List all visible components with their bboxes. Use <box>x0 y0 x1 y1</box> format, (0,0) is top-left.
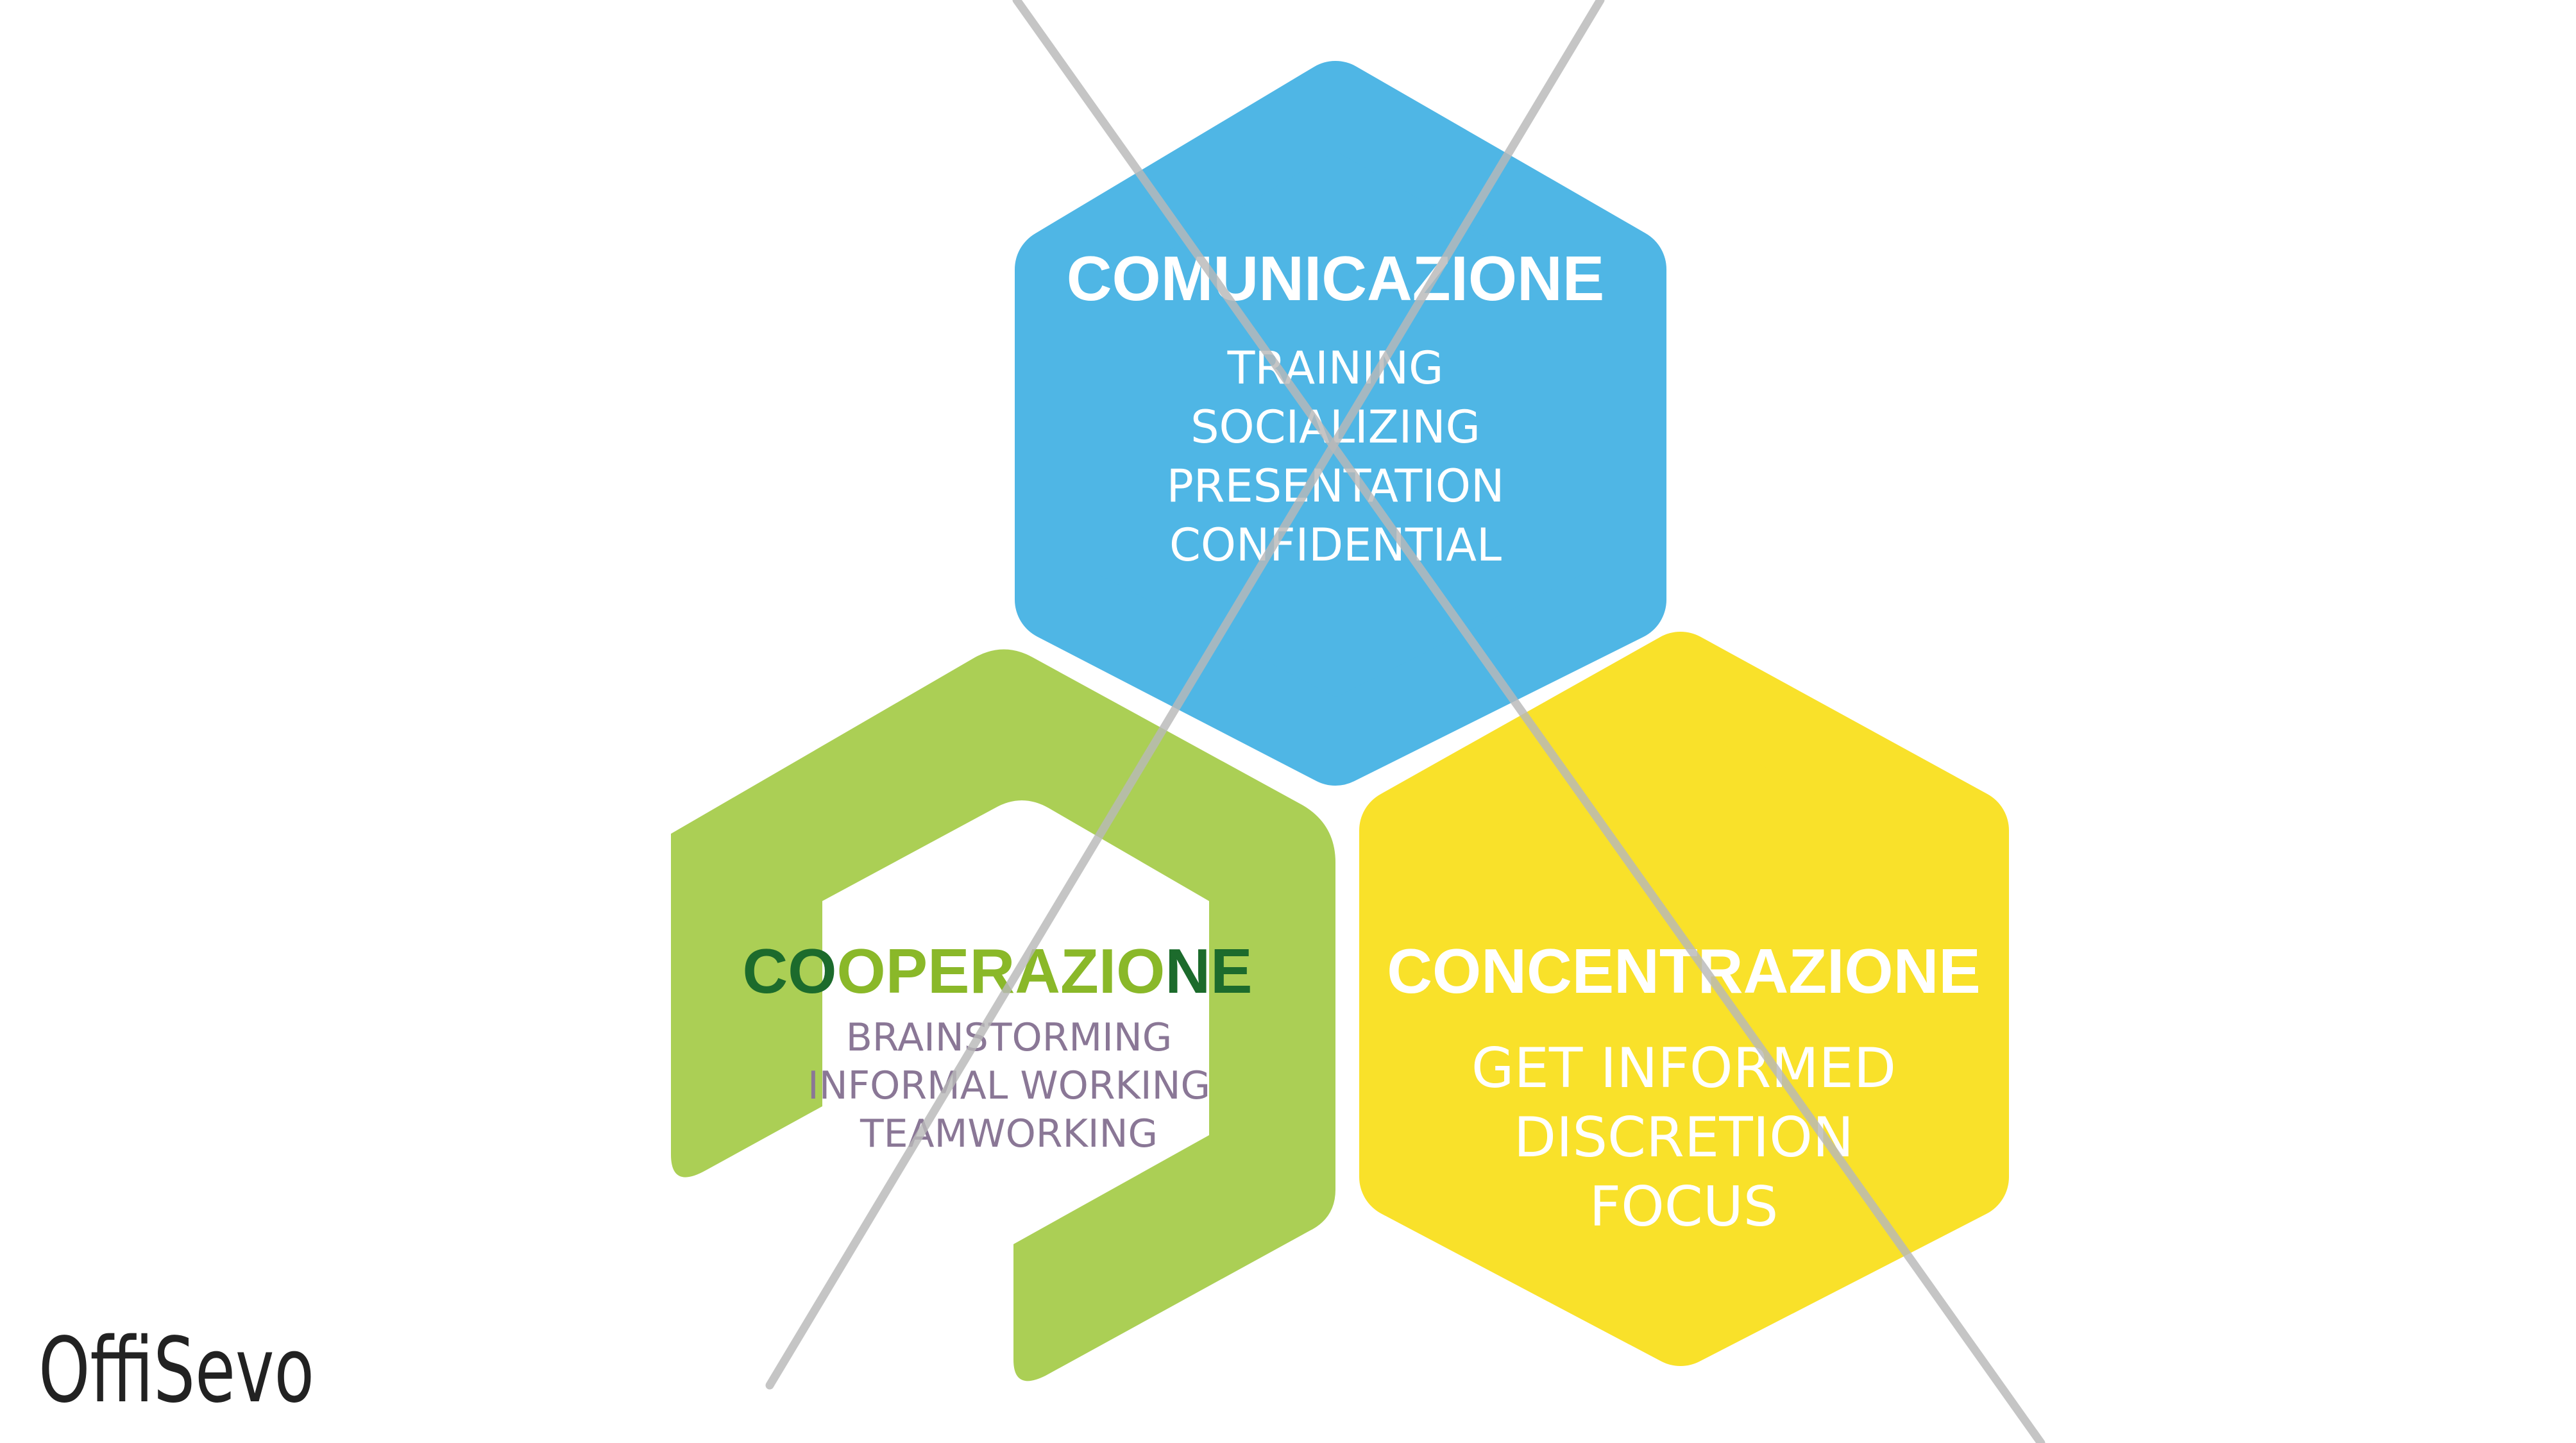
comunicazione-title: COMUNICAZIONE <box>1067 243 1604 314</box>
diagonal-line-left-to-right <box>1012 0 2046 1443</box>
concentrazione-title: CONCENTRAZIONE <box>1387 936 1981 1006</box>
cooperazione-title-part1: CO <box>743 936 837 1006</box>
concentrazione-item-discretion: DISCRETION <box>1514 1106 1854 1170</box>
comunicazione-item-training: TRAINING <box>1227 342 1444 394</box>
cooperazione-item-informal-working: INFORMAL WORKING <box>808 1063 1210 1108</box>
hexagon-cooperazione-shape <box>671 649 1335 1381</box>
hexagon-cooperazione: COOPERAZIONE BRAINSTORMING INFORMAL WORK… <box>671 649 1335 1381</box>
cooperazione-title: COOPERAZIONE <box>743 936 1253 1006</box>
hexagon-concentrazione-shape <box>1359 632 2009 1366</box>
logo-text: OffiSevo <box>38 1319 314 1423</box>
concentrazione-item-focus: FOCUS <box>1589 1175 1779 1239</box>
comunicazione-item-confidential: CONFIDENTIAL <box>1169 519 1502 571</box>
concentrazione-item-get-informed: GET INFORMED <box>1471 1036 1896 1101</box>
diagonal-line-right-to-left <box>765 0 1605 1390</box>
diagonal-lines <box>765 0 2046 1443</box>
cooperazione-item-teamworking: TEAMWORKING <box>860 1111 1158 1156</box>
cooperazione-title-part3: NE <box>1165 936 1252 1006</box>
hexagon-comunicazione: COMUNICAZIONE TRAINING SOCIALIZING PRESE… <box>1015 61 1666 786</box>
comunicazione-item-presentation: PRESENTATION <box>1167 460 1505 512</box>
offisevo-logo: OffiSevo <box>38 1319 314 1423</box>
hexagon-concentrazione: CONCENTRAZIONE GET INFORMED DISCRETION F… <box>1359 632 2009 1366</box>
cooperazione-item-brainstorming: BRAINSTORMING <box>846 1015 1173 1060</box>
